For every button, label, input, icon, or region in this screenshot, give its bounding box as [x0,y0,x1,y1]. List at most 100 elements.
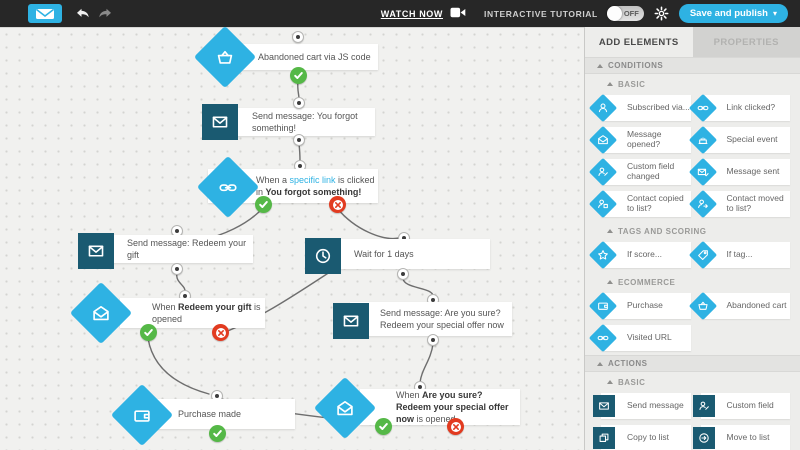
move-icon [692,427,715,449]
sidebar-item-visited-url[interactable]: Visited URL [588,323,691,353]
x-icon [215,327,226,338]
item-label: Message opened? [627,129,662,149]
item-label: If score... [627,249,662,260]
success-port[interactable] [290,67,307,84]
no-port[interactable] [212,324,229,341]
item-label: Copy to list [627,432,670,443]
person-copy-icon [588,189,618,219]
sidebar-tabs: ADD ELEMENTS PROPERTIES [585,27,800,57]
save-and-publish-button[interactable]: Save and publish ▾ [678,4,788,23]
envelope-icon[interactable] [78,233,114,269]
sidebar-item-message-sent[interactable]: Message sent [688,157,790,187]
node-send-message-redeem[interactable]: Send message: Redeem your gift [95,235,253,263]
connector-dot[interactable] [397,268,409,280]
person-icon [588,93,618,123]
cake-icon [688,125,717,155]
section-label: ACTIONS [608,359,648,368]
sidebar-item-link-clicked[interactable]: Link clicked? [688,93,790,123]
grid-empty-cell [701,325,791,351]
ecommerce-grid: Purchase Abandoned cart Visited URL [585,290,800,355]
node-label: Send message: You forgot something! [252,110,358,133]
envelope-logo-icon [36,8,54,19]
sidebar-item-custom-field-changed[interactable]: Custom field changed [588,157,691,187]
redo-icon [99,8,111,17]
collapse-triangle-icon [607,82,613,86]
section-actions[interactable]: ACTIONS [585,355,800,372]
link-icon [588,323,618,353]
node-send-message-are-you-sure[interactable]: Send message: Are you sure? Redeem your … [350,302,512,336]
item-label: Link clicked? [726,102,776,113]
tab-add-elements[interactable]: ADD ELEMENTS [585,27,693,57]
sidebar-item-if-tag[interactable]: If tag... [688,240,790,270]
settings-gear-icon[interactable] [654,6,669,21]
watch-now-link[interactable]: WATCH NOW [380,8,443,19]
subsection-tags-and-scoring[interactable]: TAGS AND SCORING [585,223,800,239]
sidebar-item-purchase[interactable]: Purchase [588,291,691,321]
node-wait[interactable]: Wait for 1 days [320,239,490,269]
section-label: CONDITIONS [608,61,664,70]
sidebar-item-subscribed-via[interactable]: Subscribed via... [588,93,691,123]
sidebar-item-if-score[interactable]: If score... [588,240,691,270]
connector-dot[interactable] [292,31,304,43]
node-send-message-forgot[interactable]: Send message: You forgot something! [212,108,375,136]
node-offer-opened-condition[interactable]: When Are you sure? Redeem your special o… [360,389,520,425]
envelope-open-icon [588,125,618,155]
sidebar-item-custom-field[interactable]: Custom field [692,393,790,419]
tag-icon [688,240,717,270]
no-port[interactable] [447,418,464,435]
sidebar-item-copy-to-list[interactable]: Copy to list [593,425,691,450]
section-conditions[interactable]: CONDITIONS [585,57,800,74]
tags-grid: If score... If tag... [585,239,800,272]
sidebar-item-contact-copied[interactable]: Contact copied to list? [588,189,691,219]
undo-button[interactable] [74,6,92,22]
no-port[interactable] [329,196,346,213]
x-icon [450,421,461,432]
envelope-icon[interactable] [333,303,369,339]
tutorial-toggle[interactable]: OFF [606,6,644,21]
sidebar-item-message-opened[interactable]: Message opened? [588,125,691,155]
subsection-basic-conditions[interactable]: BASIC [585,76,800,92]
collapse-triangle-icon [607,380,613,384]
app-logo[interactable] [28,4,62,23]
collapse-triangle-icon [597,361,603,366]
yes-port[interactable] [255,196,272,213]
connector-dot[interactable] [293,134,305,146]
clock-icon[interactable] [305,238,341,274]
item-label: Subscribed via... [627,102,690,113]
subsection-basic-actions[interactable]: BASIC [585,374,800,390]
sidebar-item-contact-moved[interactable]: Contact moved to list? [688,189,790,219]
envelope-icon[interactable] [202,104,238,140]
sidebar-item-move-to-list[interactable]: Move to list [692,425,790,450]
item-label: If tag... [726,249,753,260]
save-and-publish-label: Save and publish [689,8,768,19]
envelope-sent-icon [688,157,717,187]
person-icon [692,395,715,417]
subsection-label: BASIC [618,377,646,387]
tab-properties[interactable]: PROPERTIES [692,27,800,57]
node-label: Send message: Are you sure? Redeem your … [380,307,504,330]
item-label: Custom field changed [627,161,675,181]
sidebar-item-abandoned-cart[interactable]: Abandoned cart [688,291,790,321]
yes-port[interactable] [140,324,157,341]
item-label: Visited URL [627,332,672,343]
envelope-icon [593,395,615,417]
subsection-ecommerce[interactable]: ECOMMERCE [585,274,800,290]
item-label: Purchase [627,300,663,311]
redo-button[interactable] [96,6,114,22]
sidebar-item-send-message[interactable]: Send message [593,393,691,419]
collapse-triangle-icon [597,63,603,68]
yes-port[interactable] [375,418,392,435]
workflow-canvas[interactable]: Abandoned cart via JS code Send message:… [0,25,584,450]
success-port[interactable] [209,425,226,442]
collapse-triangle-icon [607,229,613,233]
link-icon [688,93,717,123]
node-label: Wait for 1 days [354,248,414,259]
collapse-triangle-icon [607,280,613,284]
node-label: Abandoned cart via JS code [258,51,371,62]
node-message-opened-condition[interactable]: When Redeem your gift is opened [120,298,265,328]
connector-dot[interactable] [171,263,183,275]
connector-dot[interactable] [427,334,439,346]
sidebar-item-special-event[interactable]: Special event [688,125,790,155]
item-label: Abandoned cart [726,300,787,311]
connector-dot[interactable] [293,97,305,109]
